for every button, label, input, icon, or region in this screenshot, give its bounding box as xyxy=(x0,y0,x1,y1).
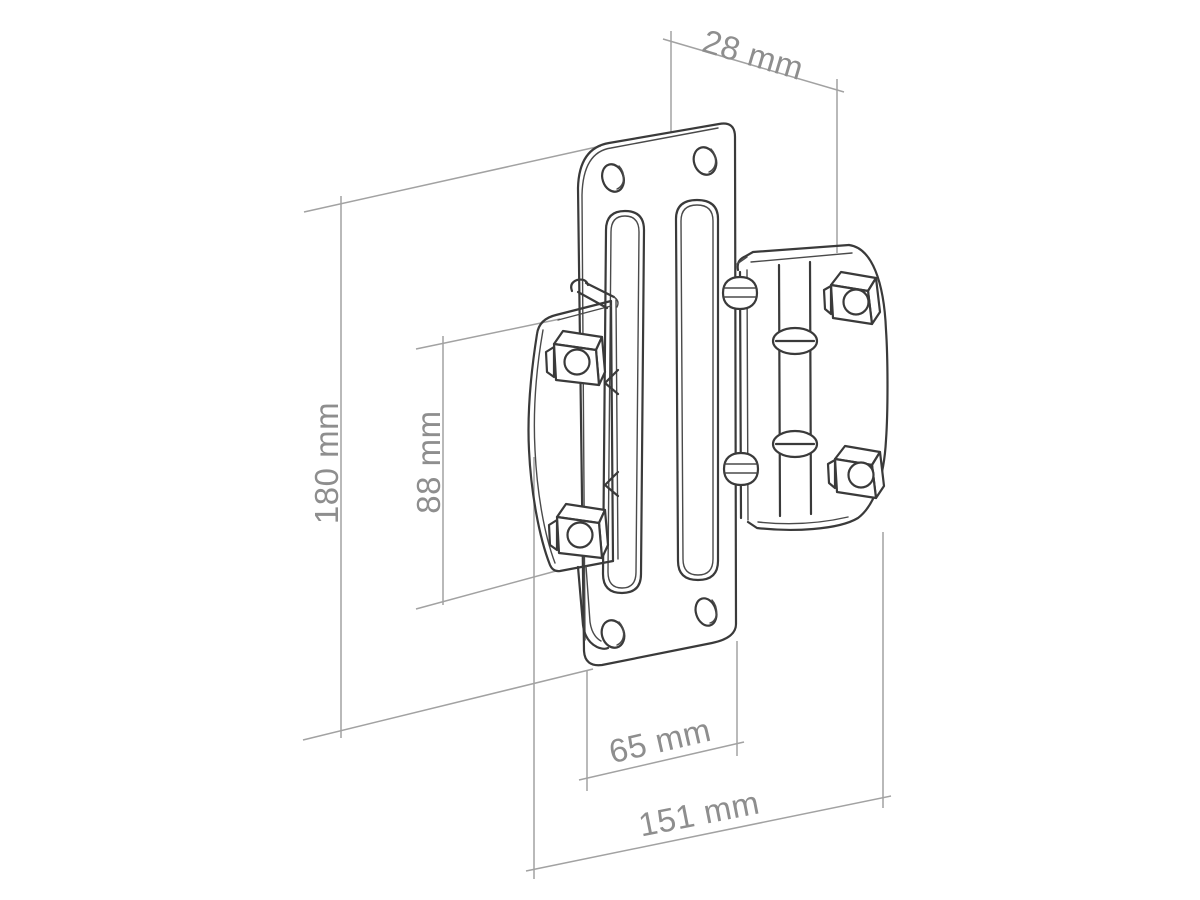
clamp-lens-screw-top xyxy=(771,326,819,356)
nut-pin xyxy=(566,521,594,549)
dimension-88mm: 88 mm xyxy=(410,318,561,610)
plate-slot-left xyxy=(601,209,646,595)
dimension-label-151mm: 151 mm xyxy=(635,783,762,843)
clamp-top-edge-inner xyxy=(750,252,853,263)
extension-line xyxy=(303,145,602,213)
clamp-fold xyxy=(736,256,748,265)
slide-nut-bottom-left xyxy=(547,502,610,560)
dimension-line xyxy=(662,38,845,93)
nut-pin xyxy=(842,288,870,316)
extension-line xyxy=(415,318,561,350)
bracket-top-inner xyxy=(557,305,612,321)
plate-hole-top-right xyxy=(692,146,718,176)
right-clamp xyxy=(721,243,889,531)
clamp-top-edge xyxy=(736,243,851,272)
dimension-line xyxy=(578,741,745,781)
dimension-label-28mm: 28 mm xyxy=(698,22,808,87)
dimension-line xyxy=(525,795,892,872)
slide-nut-bottom-right xyxy=(826,444,886,500)
dimension-180mm: 180 mm xyxy=(302,145,602,741)
slide-nut-top-right xyxy=(822,270,882,326)
plate-hole-bottom-left xyxy=(600,619,626,649)
plate-hole-bottom-right xyxy=(694,597,718,627)
clamp-mid-column-left xyxy=(777,263,782,518)
clamp-screw-bottom-left xyxy=(722,451,760,487)
dimension-label-180mm: 180 mm xyxy=(308,402,345,524)
nut-pin xyxy=(563,348,591,376)
clamp-mid-column-right xyxy=(808,260,813,516)
slide-nut-top-left xyxy=(544,329,607,387)
dimension-65mm: 65 mm xyxy=(578,641,745,791)
left-wing-bracket xyxy=(527,278,620,650)
bracket-right-edge xyxy=(609,299,615,563)
bracket-edge-thickness xyxy=(533,329,556,564)
clamp-screw-top-left xyxy=(721,275,759,311)
plate-outline xyxy=(576,122,738,667)
dimension-label-88mm: 88 mm xyxy=(410,410,447,513)
clamp-lens-screw-bottom xyxy=(771,429,819,459)
plate-edge-thickness xyxy=(581,127,719,641)
dimension-28mm: 28 mm xyxy=(662,22,845,253)
clamp-bottom-inner xyxy=(757,516,849,525)
vesa-back-plate xyxy=(576,122,738,667)
bracket-outline xyxy=(527,299,615,573)
bracket-top-hook xyxy=(570,278,619,310)
bracket-bottom-hook xyxy=(576,565,610,650)
extension-line xyxy=(415,570,557,610)
plate-slot-right xyxy=(674,198,720,582)
nut-pin xyxy=(847,461,875,489)
plate-hole-top-left xyxy=(601,163,625,193)
retainer-tab-top xyxy=(603,368,620,396)
retainer-tab-bottom xyxy=(603,470,620,498)
bracket-right-edge-inner xyxy=(615,299,619,560)
extension-line xyxy=(302,668,594,741)
clamp-body-outline xyxy=(746,243,889,531)
